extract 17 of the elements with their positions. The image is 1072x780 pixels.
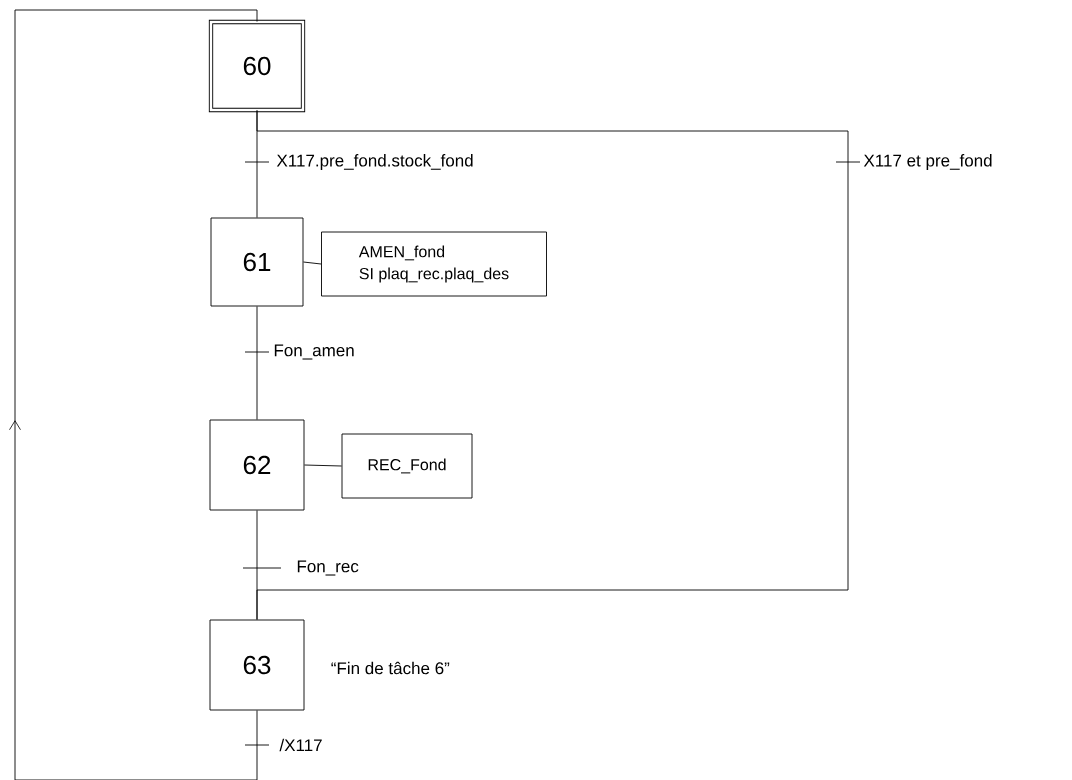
connector	[9, 9, 258, 780]
connector	[256, 110, 849, 620]
step-box: 62	[209, 419, 305, 511]
connector	[303, 261, 322, 265]
transition-condition: X117.pre_fond.stock_fond	[276, 154, 473, 170]
action-box: AMEN_fond SI plaq_rec.plaq_des	[321, 231, 547, 297]
connector	[256, 306, 258, 420]
transition-condition: X117 et pre_fond	[863, 154, 992, 170]
step-box: 63	[209, 619, 305, 711]
transition-condition: Fon_rec	[297, 560, 359, 576]
transition-condition: /X117	[279, 738, 322, 752]
step-comment: “Fin de tâche 6”	[331, 661, 450, 675]
action-box: REC_Fond	[341, 433, 473, 499]
transition-condition: Fon_amen	[274, 344, 354, 360]
connector	[304, 464, 342, 467]
step-box: 60	[208, 19, 306, 113]
step-box: 61	[210, 217, 304, 307]
